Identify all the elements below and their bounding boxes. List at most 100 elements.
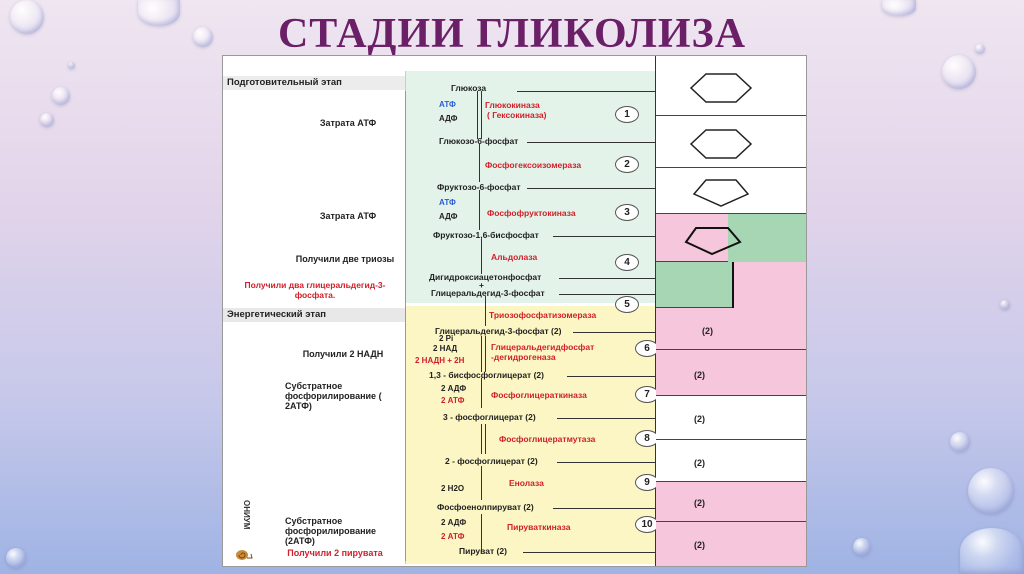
structure-gap: (2) [656, 308, 806, 350]
pathway-arrow-line [481, 424, 482, 454]
step-connector [557, 418, 655, 419]
bubble-decoration [6, 548, 26, 568]
bubble-decoration [853, 538, 871, 556]
enzyme-hexokinase: ( Гексокиназа) [487, 110, 547, 120]
column-separator [655, 56, 656, 566]
cofactor-2pi: 2 Pi [439, 334, 454, 343]
pathway-arrow-line [481, 378, 482, 408]
metabolite-glucose: Глюкоза [451, 83, 487, 93]
step-number-6: 6 [635, 340, 659, 357]
enzyme-pyruvate-kinase: Пируваткиназа [507, 522, 571, 532]
enzyme-glucokinase: Глюкокиназа [485, 100, 540, 110]
step-connector [527, 142, 655, 143]
cofactor-2atp-1: 2 АТФ [441, 396, 465, 405]
structure-count: (2) [694, 414, 705, 424]
structure-count: (2) [702, 326, 713, 336]
bubble-decoration [68, 62, 75, 69]
cofactor-2atp-2: 2 АТФ [441, 532, 465, 541]
left-white-column [223, 71, 406, 303]
enzyme-enolase: Енолаза [509, 478, 544, 488]
structure-count: (2) [694, 498, 705, 508]
enzyme-phosphoglycerate-kinase: Фосфоглицераткиназа [491, 390, 587, 400]
metabolite-g6p: Глюкозо-6-фосфат [439, 136, 519, 146]
metabolite-2pg: 2 - фосфоглицерат (2) [445, 456, 538, 466]
enzyme-aldolase: Альдолаза [491, 252, 538, 262]
cofactor-adp-1: АДФ [439, 114, 458, 123]
cofactor-2nadh: 2 НАДН + 2Н [415, 356, 465, 365]
bubble-decoration [968, 468, 1014, 514]
bubble-decoration [10, 0, 44, 34]
label-two-glyceraldehyde: Получили два глицеральдегид-3-фосфата. [244, 280, 386, 300]
pathway-arrow-line [479, 190, 480, 230]
structure-f16bp [656, 214, 806, 262]
metabolite-13bpg: 1,3 - бисфосфоглицерат (2) [429, 370, 544, 380]
cofactor-2h2o: 2 H2O [441, 484, 465, 493]
step-connector [517, 91, 655, 92]
metabolite-f16bp: Фруктозо-1,6-бисфосфат [433, 230, 539, 240]
enzyme-gapdh: Глицеральдегидфосфат [491, 342, 595, 352]
bubble-decoration [882, 0, 916, 16]
cofactor-2adp-1: 2 АДФ [441, 384, 467, 393]
pathway-arrow-line [479, 144, 480, 182]
metabolite-3pg: 3 - фосфоглицерат (2) [443, 412, 536, 422]
onium-logo: ОНИУМ [242, 500, 251, 530]
metabolite-f6p: Фруктозо-6-фосфат [437, 182, 521, 192]
bubble-decoration [138, 0, 180, 26]
enzyme-triosephosphate-isomerase: Триозофосфатизомераза [489, 310, 597, 320]
label-atp-cost-1: Затрата АТФ [319, 118, 377, 128]
energy-phase-header: Энергетический этап [223, 308, 405, 322]
cofactor-atp-1: АТФ [439, 100, 456, 109]
prep-phase-header: Подготовительный этап [223, 76, 405, 90]
pathway-arrow-line [477, 91, 478, 139]
step-number-2: 2 [615, 156, 639, 173]
step-connector [559, 294, 655, 295]
structure-count: (2) [694, 540, 705, 550]
label-nadh: Получили 2 НАДН [302, 349, 384, 359]
cofactor-2adp-2: 2 АДФ [441, 518, 467, 527]
step-number-1: 1 [615, 106, 639, 123]
bubble-decoration [40, 113, 54, 127]
pathway-arrow-line [485, 296, 486, 326]
structure-3pg: (2) [656, 396, 806, 440]
structure-g6p [656, 116, 806, 168]
structure-pyruvate: (2) [656, 522, 806, 566]
step-connector [527, 188, 655, 189]
structure-2pg: (2) [656, 440, 806, 482]
step-number-5: 5 [615, 296, 639, 313]
step-connector [573, 332, 655, 333]
step-number-3: 3 [615, 204, 639, 221]
bubble-decoration [960, 528, 1024, 574]
pathway-arrow-line [481, 466, 482, 500]
label-substrate-phosphorylation-1: Субстратное фосфорилирование ( 2АТФ) [285, 381, 382, 411]
label-two-trioses: Получили две триозы [295, 254, 395, 264]
bubble-decoration [975, 44, 985, 54]
step-connector [523, 552, 655, 553]
cofactor-atp-2: АТФ [439, 198, 456, 207]
label-atp-cost-2: Затрата АТФ [319, 211, 377, 221]
label-substrate-phosphorylation-2: Субстратное фосфорилирование (2АТФ) [285, 516, 377, 546]
step-number-4: 4 [615, 254, 639, 271]
pathway-arrow-line [481, 91, 482, 139]
step-connector [559, 278, 655, 279]
left-white-column-2 [223, 322, 406, 564]
step-connector [567, 376, 655, 377]
structure-f6p [656, 168, 806, 214]
cofactor-adp-2: АДФ [439, 212, 458, 221]
cofactor-2nad: 2 НАД [433, 344, 458, 353]
step-connector [553, 508, 655, 509]
metabolite-gap: Глицеральдегид-3-фосфат [431, 288, 545, 298]
step-connector [557, 462, 655, 463]
energy-phase-region [405, 306, 655, 564]
structure-trioses [656, 262, 806, 308]
pathway-arrow-line [481, 514, 482, 552]
structure-13bpg: (2) [656, 350, 806, 396]
bubble-decoration [950, 432, 970, 452]
pathway-arrow-line [485, 336, 486, 372]
structure-count: (2) [694, 458, 705, 468]
glycolysis-diagram: Подготовительный этап Энергетический эта… [222, 55, 807, 567]
prep-phase-region [405, 71, 655, 303]
structure-count: (2) [694, 370, 705, 380]
pathway-arrow-line [481, 336, 482, 372]
snail-logo-icon [235, 548, 253, 560]
enzyme-phosphohexoisomerase: Фосфогексоизомераза [485, 160, 582, 170]
